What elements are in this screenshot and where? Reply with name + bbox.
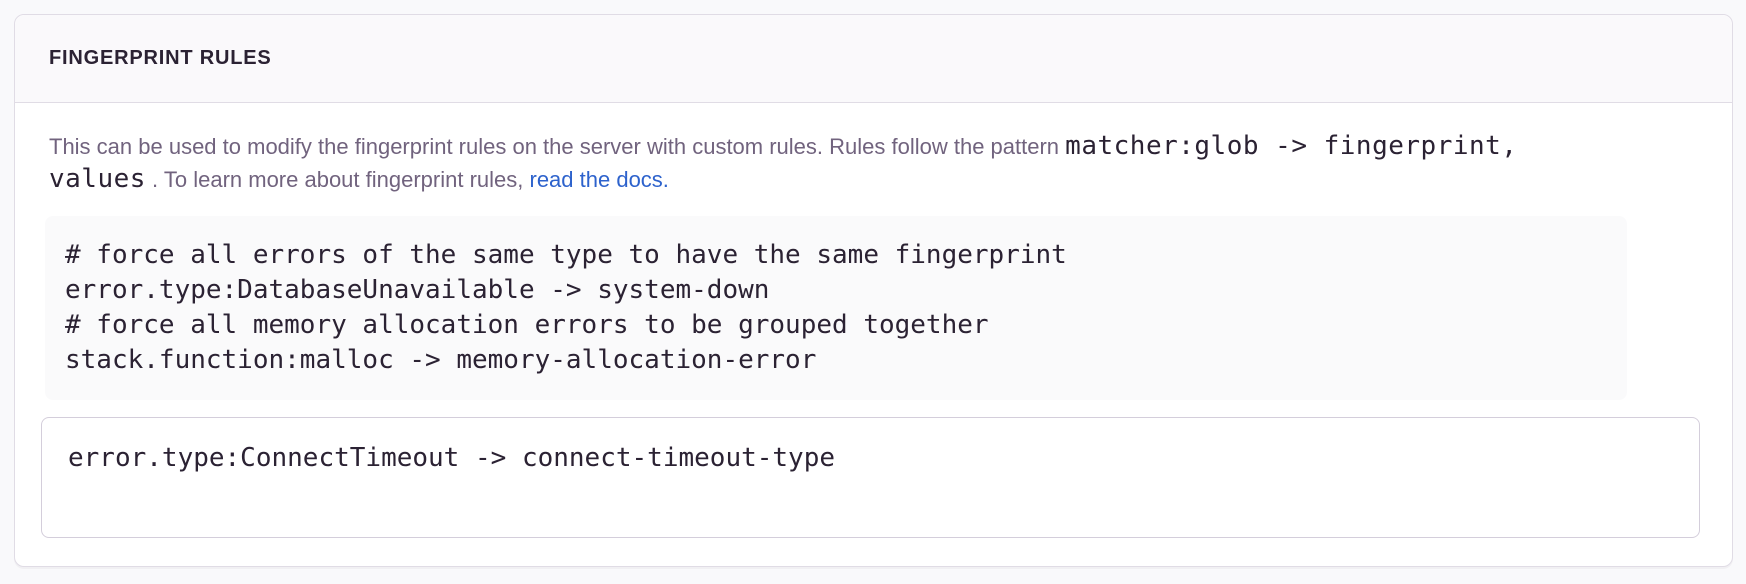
pattern-inline-code-part1: matcher:glob -> fingerprint, <box>1065 131 1518 161</box>
panel-title: FINGERPRINT RULES <box>49 47 272 69</box>
description-text-before-code: This can be used to modify the fingerpri… <box>49 134 1066 159</box>
description-text-after-code: . To learn more about fingerprint rules, <box>145 167 530 192</box>
panel-body: This can be used to modify the fingerpri… <box>15 103 1732 538</box>
rules-input-wrapper: error.type:ConnectTimeout -> connect-tim… <box>41 417 1700 538</box>
read-the-docs-link[interactable]: read the docs. <box>529 167 669 192</box>
fingerprint-rules-panel: FINGERPRINT RULES This can be used to mo… <box>14 14 1733 567</box>
example-code-block: # force all errors of the same type to h… <box>45 216 1627 400</box>
field-description: This can be used to modify the fingerpri… <box>49 130 1698 196</box>
pattern-inline-code-part2: values <box>49 164 146 194</box>
panel-header: FINGERPRINT RULES <box>15 15 1732 103</box>
fingerprint-rules-input[interactable]: error.type:ConnectTimeout -> connect-tim… <box>41 417 1700 538</box>
